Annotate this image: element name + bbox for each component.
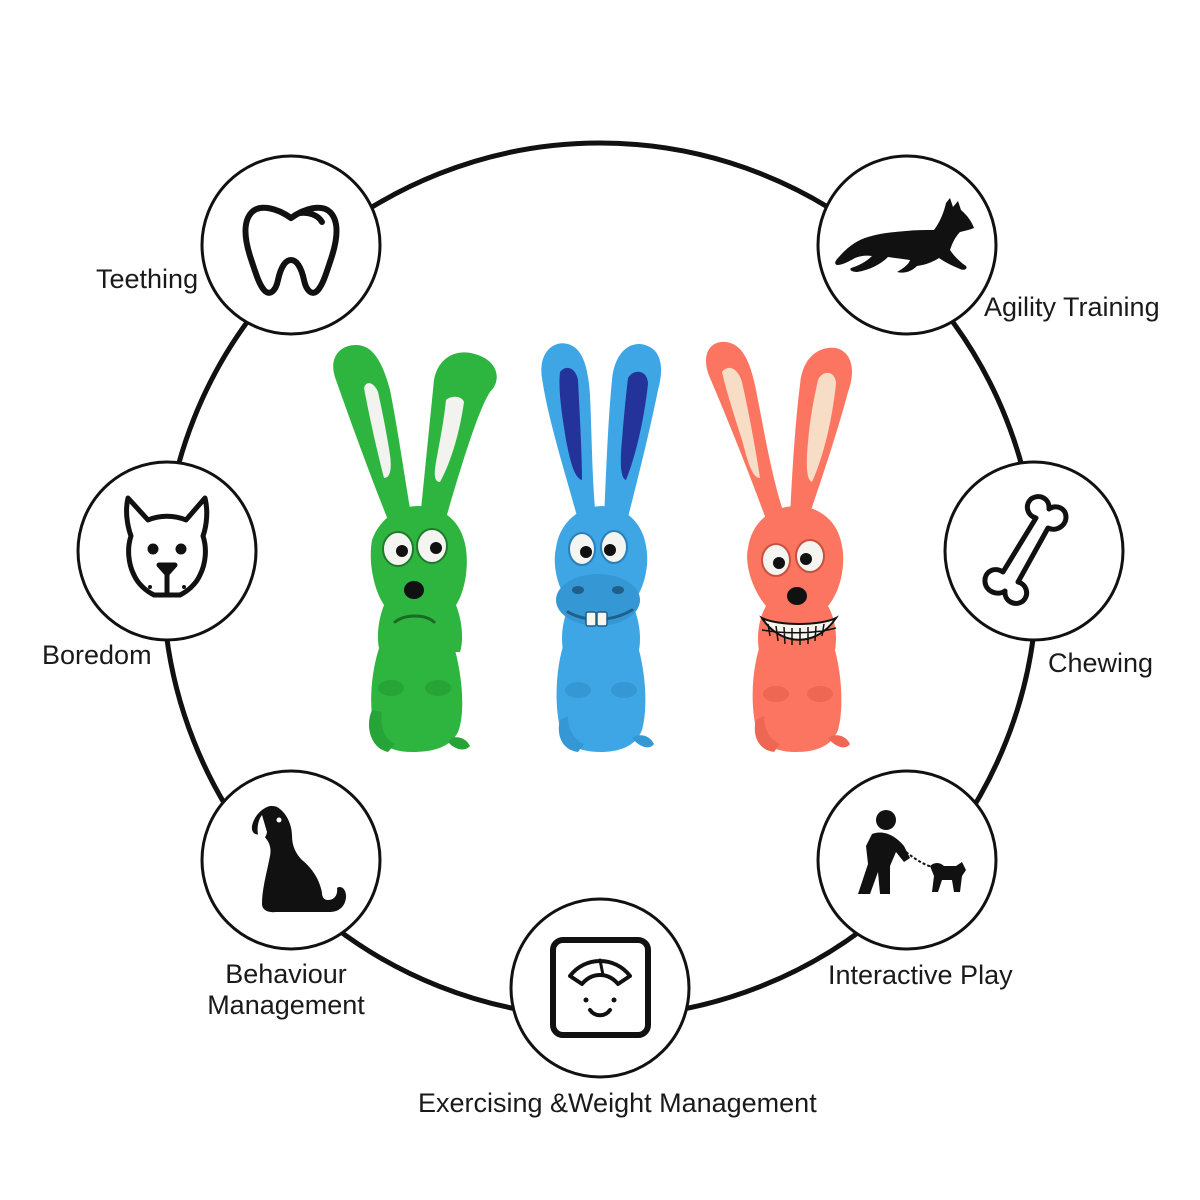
chewing-label: Chewing (1048, 648, 1154, 678)
boredom-label: Boredom (42, 640, 152, 670)
interactive-play-label: Interactive Play (828, 960, 1013, 990)
behaviour-label-line1: Behaviour (225, 959, 347, 989)
person-walking-dog-icon (858, 810, 966, 894)
orange-rabbit-toy (705, 341, 852, 752)
behaviour-label-line2: Management (207, 990, 365, 1020)
sitting-dog-icon (251, 806, 346, 913)
dog-face-icon (124, 495, 210, 598)
boredom-icon-circle (76, 460, 258, 642)
exercising-icon-circle (509, 897, 691, 1079)
behaviour-management-label: Behaviour Management (196, 959, 376, 1021)
agility-training-label: Agility Training (984, 292, 1160, 322)
exercising-weight-management-label: Exercising &Weight Management (418, 1088, 817, 1118)
blue-rabbit-toy (541, 343, 662, 752)
teething-icon-circle (200, 154, 382, 336)
weight-scale-icon (550, 937, 651, 1038)
running-dog-icon (835, 198, 974, 273)
tooth-icon (242, 204, 340, 296)
bone-icon (982, 494, 1069, 606)
green-rabbit-toy (333, 345, 497, 752)
teething-label: Teething (96, 264, 199, 294)
